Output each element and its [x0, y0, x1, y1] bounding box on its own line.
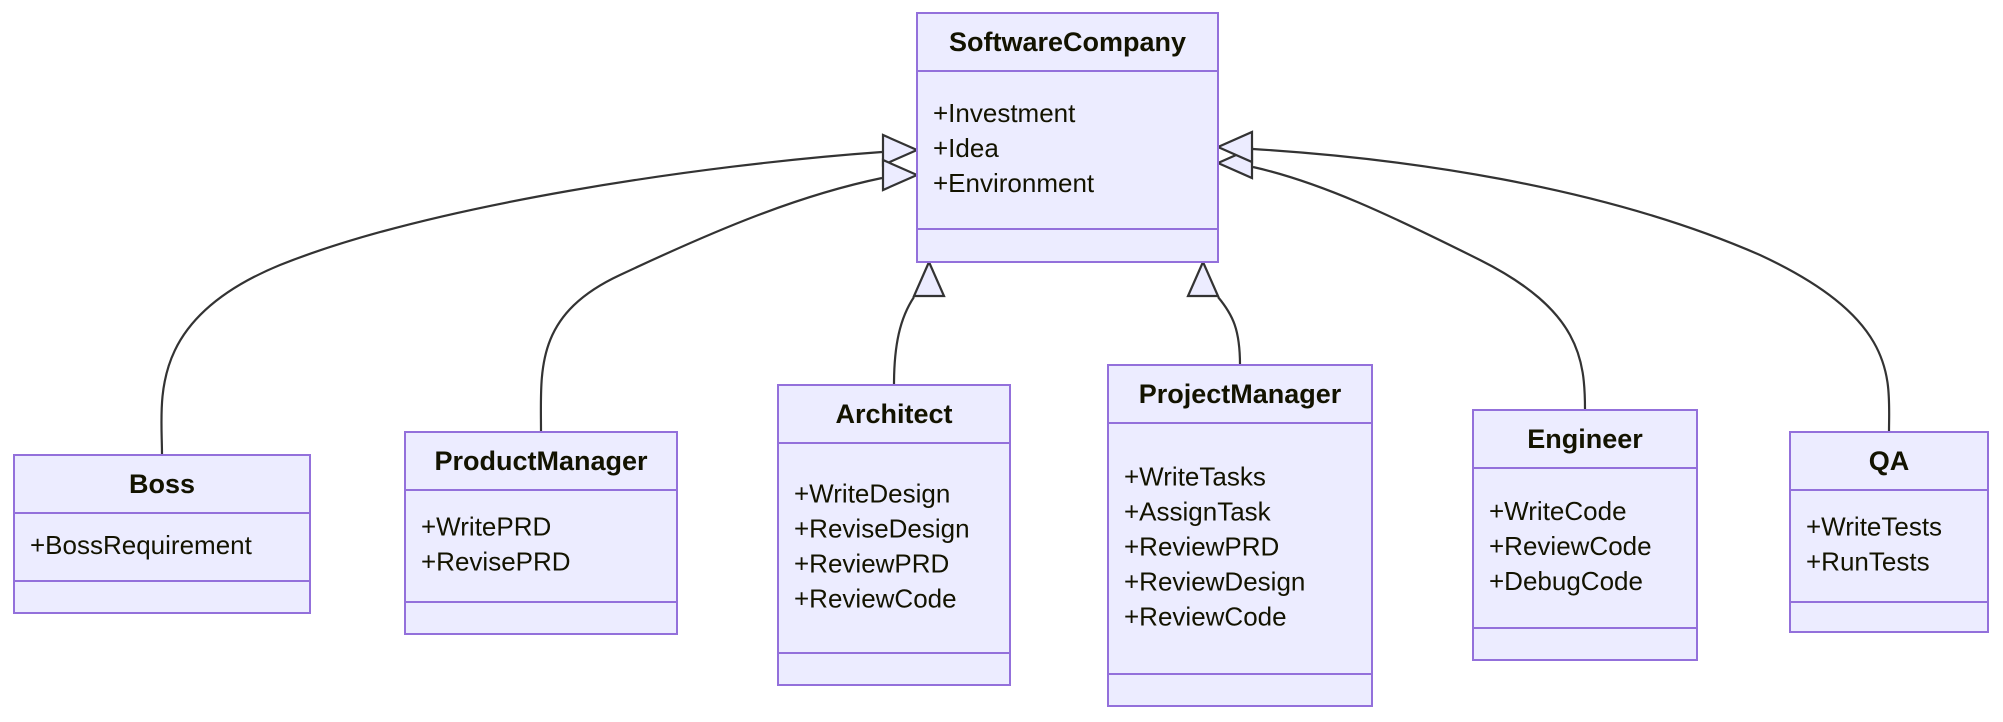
class-box-outline[interactable]	[1472, 409, 1698, 661]
class-member-label: +Idea	[933, 133, 999, 163]
inheritance-arrowhead-icon	[881, 158, 920, 192]
class-member-label: +WritePRD	[421, 511, 551, 541]
inheritance-arrowhead-icon	[912, 259, 946, 298]
class-member-label: +ReviewCode	[1124, 601, 1287, 631]
class-member-label: +ReviewPRD	[794, 548, 949, 578]
class-member-label: +WriteCode	[1489, 496, 1627, 526]
edge-line	[1252, 147, 1891, 433]
class-name-label: SoftwareCompany	[949, 27, 1186, 57]
edge-line	[1217, 296, 1242, 366]
class-box-qa[interactable]: QA +WriteTests +RunTests	[1789, 431, 1989, 633]
class-member-label: +RevisePRD	[421, 546, 571, 576]
inheritance-arrowhead-icon	[881, 133, 920, 167]
class-box-outline[interactable]	[777, 384, 1011, 686]
class-member-label: +RunTests	[1806, 546, 1930, 576]
class-name-label: Boss	[129, 469, 195, 499]
class-member-label: +WriteTasks	[1124, 461, 1266, 491]
class-member-label: +WriteDesign	[794, 478, 950, 508]
class-box-outline[interactable]	[1107, 364, 1373, 707]
class-member-label: +ReviewDesign	[1124, 566, 1305, 596]
class-box-outline[interactable]	[916, 12, 1219, 263]
inheritance-arrowhead-icon	[1186, 259, 1220, 298]
class-box-outline[interactable]	[404, 431, 678, 635]
edge-line	[1252, 165, 1587, 411]
class-box-engineer[interactable]: Engineer +WriteCode +ReviewCode +DebugCode	[1472, 409, 1698, 661]
class-name-label: Architect	[835, 399, 952, 429]
class-name-label: ProductManager	[434, 446, 648, 476]
class-member-label: +ReviewCode	[794, 583, 957, 613]
class-member-label: +ReviseDesign	[794, 513, 970, 543]
edge-line	[160, 150, 883, 456]
class-member-label: +Environment	[933, 168, 1095, 198]
class-boxes-layer: SoftwareCompany +Investment +Idea +Environm…	[13, 12, 1989, 707]
class-member-label: +DebugCode	[1489, 566, 1643, 596]
class-box-architect[interactable]: Architect +WriteDesign +ReviseDesign +Revie…	[777, 384, 1011, 686]
inheritance-edge	[539, 158, 920, 433]
inheritance-edge	[1215, 130, 1891, 433]
class-box-softwarecompany[interactable]: SoftwareCompany +Investment +Idea +Environm…	[916, 12, 1219, 263]
inheritance-edge	[1186, 259, 1242, 366]
edge-line	[539, 176, 883, 433]
class-member-label: +ReviewPRD	[1124, 531, 1279, 561]
class-name-label: QA	[1869, 446, 1910, 476]
class-member-label: +WriteTests	[1806, 511, 1942, 541]
inheritance-edge	[892, 259, 946, 386]
edges-layer	[160, 130, 1891, 456]
class-box-projectmanager[interactable]: ProjectManager +WriteTasks +AssignTask +Rev…	[1107, 364, 1373, 707]
class-name-label: Engineer	[1527, 424, 1643, 454]
class-member-label: +AssignTask	[1124, 496, 1272, 526]
class-box-boss[interactable]: Boss +BossRequirement	[13, 454, 311, 614]
class-member-label: +Investment	[933, 98, 1076, 128]
class-member-label: +BossRequirement	[30, 530, 253, 560]
edge-line	[892, 296, 915, 386]
class-name-label: ProjectManager	[1139, 379, 1342, 409]
class-box-outline[interactable]	[1789, 431, 1989, 633]
class-box-productmanager[interactable]: ProductManager +WritePRD +RevisePRD	[404, 431, 678, 635]
inheritance-arrowhead-icon	[1215, 130, 1254, 164]
inheritance-edge	[160, 133, 920, 456]
class-member-label: +ReviewCode	[1489, 531, 1652, 561]
class-box-outline[interactable]	[13, 454, 311, 614]
